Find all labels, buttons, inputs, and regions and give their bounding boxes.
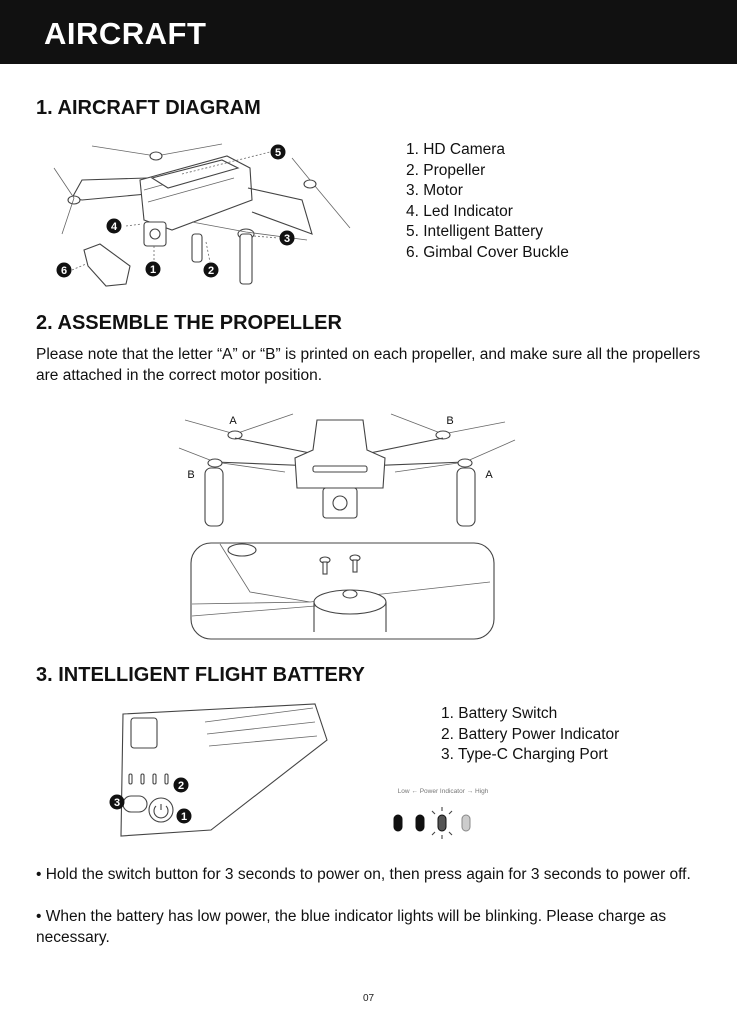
landing-leg-right xyxy=(239,233,253,285)
propeller-top-right xyxy=(390,413,506,435)
propeller-screw-detail-illustration xyxy=(190,542,495,640)
propeller-instructions: Please note that the letter “A” or “B” i… xyxy=(36,346,701,384)
svg-text:1: 1 xyxy=(150,264,156,276)
svg-text:1: 1 xyxy=(181,811,187,823)
type-c-port xyxy=(122,795,148,813)
power-icon xyxy=(153,804,169,819)
list-item: 3. Motor xyxy=(406,182,463,199)
aircraft-diagram-illustration: 5 4 3 1 2 6 xyxy=(53,143,351,287)
landing-leg-left xyxy=(191,233,203,263)
screw-left-icon xyxy=(319,556,331,575)
label-a-mid-right: A xyxy=(485,469,493,481)
svg-text:4: 4 xyxy=(111,221,118,233)
landing-leg-left xyxy=(204,467,224,527)
page-number: 07 xyxy=(362,993,375,1004)
list-item: 2. Propeller xyxy=(406,161,486,179)
aircraft-parts-list: 1. HD Camera 2. Propeller 3. Motor 4. Le… xyxy=(406,140,569,263)
propeller-top-left xyxy=(184,413,294,435)
label-b-mid-left: B xyxy=(187,469,194,481)
label-b-top-right: B xyxy=(446,415,453,427)
header-title: AIRCRAFT xyxy=(44,16,207,51)
list-item: 2. Battery Power Indicator xyxy=(441,725,620,743)
hd-camera xyxy=(322,487,358,519)
screw-right-icon xyxy=(349,554,361,573)
gimbal-cover-buckle xyxy=(83,243,131,287)
label-a-top-left: A xyxy=(229,415,237,427)
bullet-power-on: • Hold the switch button for 3 seconds t… xyxy=(36,866,691,883)
indicator-light-4 xyxy=(461,814,471,832)
battery-illustration: 2 3 1 xyxy=(109,703,328,837)
svg-text:6: 6 xyxy=(61,265,67,277)
list-item: 3. Type-C Charging Port xyxy=(441,746,608,763)
callout-3: 3 xyxy=(279,230,295,246)
propeller-right xyxy=(291,157,351,229)
list-item: 1. Battery Switch xyxy=(441,705,558,722)
bullet-low-power: • When the battery has low power, the bl… xyxy=(36,908,667,946)
section-title-intelligent-flight-battery: 3. INTELLIGENT FLIGHT BATTERY xyxy=(36,664,365,686)
callout-2: 2 xyxy=(203,262,219,278)
callout-4: 4 xyxy=(106,218,122,234)
power-indicator-lights xyxy=(393,807,471,839)
svg-text:2: 2 xyxy=(178,780,184,792)
section-title-assemble-propeller: 2. ASSEMBLE THE PROPELLER xyxy=(36,312,342,334)
callout-3: 3 xyxy=(109,794,125,810)
intelligent-battery xyxy=(150,159,240,189)
blink-rays-icon xyxy=(431,807,453,839)
svg-text:5: 5 xyxy=(275,147,281,159)
callout-6: 6 xyxy=(56,262,72,278)
propeller-position-illustration: A B B A xyxy=(178,413,516,527)
callout-5: 5 xyxy=(270,144,286,160)
power-indicator-legend: Low ← Power Indicator → High xyxy=(397,788,489,795)
landing-leg-right xyxy=(456,467,476,527)
svg-text:3: 3 xyxy=(284,233,290,245)
motor-rear-left xyxy=(67,195,81,205)
propeller-rear-left xyxy=(53,167,75,235)
indicator-light-3-blinking xyxy=(437,814,447,832)
battery-body xyxy=(120,703,328,837)
list-item: 6. Gimbal Cover Buckle xyxy=(406,243,569,261)
page-header: AIRCRAFT xyxy=(0,0,737,64)
rear-left-arm xyxy=(71,177,148,201)
list-item: 5. Intelligent Battery xyxy=(406,223,543,240)
propeller-front-right xyxy=(191,221,308,241)
svg-text:3: 3 xyxy=(114,797,120,809)
svg-text:2: 2 xyxy=(208,265,214,277)
propeller-mid-right xyxy=(394,439,516,473)
indicator-light-2 xyxy=(415,814,425,832)
propeller-rear-top xyxy=(91,143,223,157)
aircraft-body-front xyxy=(294,419,386,489)
battery-parts-list: 1. Battery Switch 2. Battery Power Indic… xyxy=(441,704,619,766)
section-title-aircraft-diagram: 1. AIRCRAFT DIAGRAM xyxy=(36,97,261,119)
front-right-arm xyxy=(247,187,313,235)
callout-2: 2 xyxy=(173,777,189,793)
list-item: 1. HD Camera xyxy=(406,141,506,158)
callout-1: 1 xyxy=(145,261,161,277)
list-item: 4. Led Indicator xyxy=(406,202,513,220)
hd-camera xyxy=(143,221,167,247)
callout-1: 1 xyxy=(176,808,192,824)
indicator-light-1 xyxy=(393,814,403,832)
propeller-mid-left xyxy=(178,447,286,473)
